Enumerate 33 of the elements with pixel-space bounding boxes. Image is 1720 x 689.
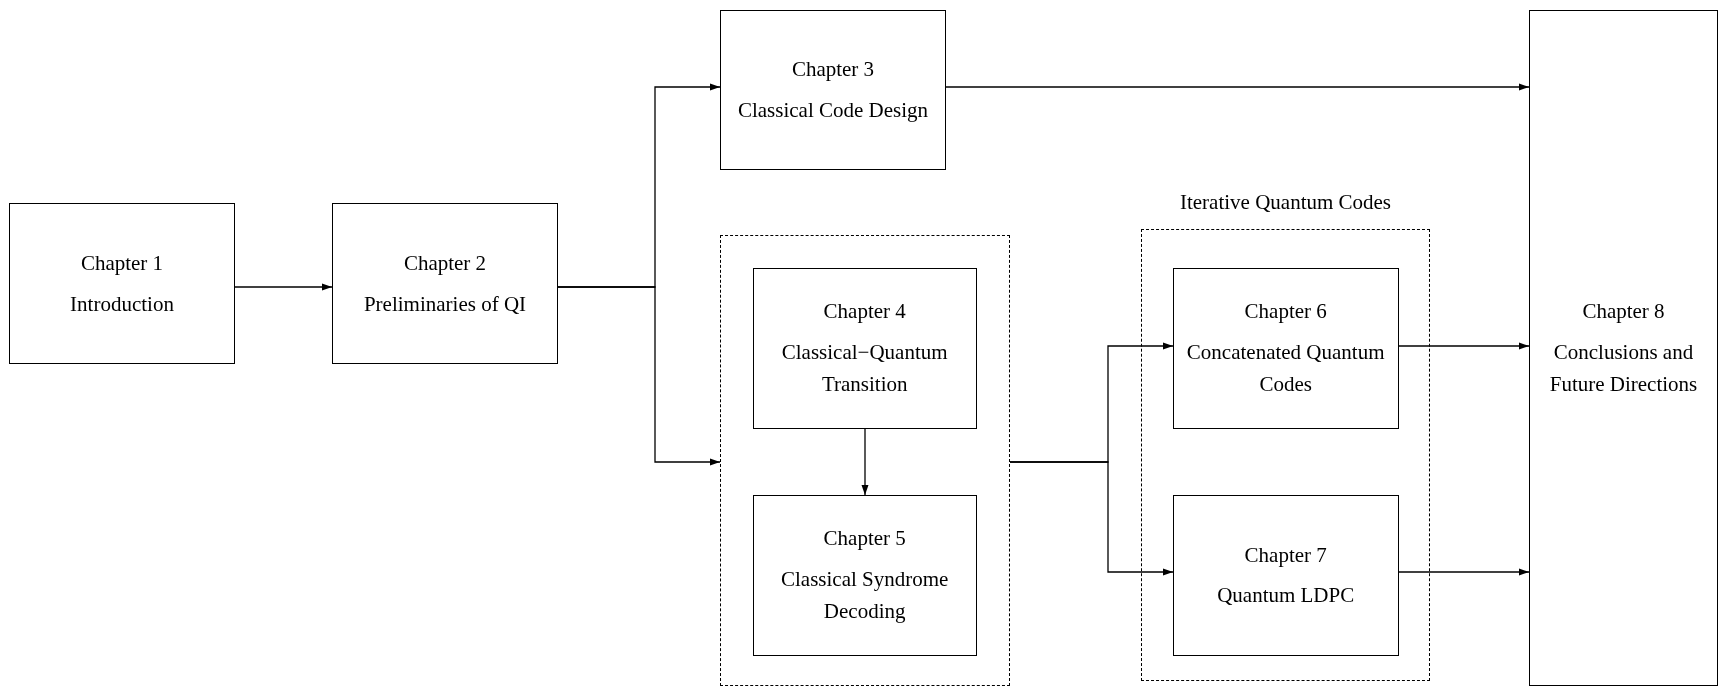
group-heading: Iterative Quantum Codes (1178, 189, 1393, 216)
arrow (234, 283, 333, 291)
chapter-title: Classical Syndrome Decoding (780, 565, 950, 626)
chapter-box (1172, 267, 1399, 429)
arrow (557, 286, 721, 466)
chapter-heading: Chapter 4 (822, 298, 907, 326)
chapter-box (9, 203, 235, 364)
arrow (1009, 461, 1174, 576)
arrow (1398, 568, 1530, 576)
chapter-heading: Chapter 7 (1243, 541, 1328, 569)
chapter-box (720, 10, 946, 170)
chapter-title: Introduction (69, 290, 175, 318)
chapter-heading: Chapter 2 (402, 249, 488, 277)
chapter-heading: Chapter 5 (822, 525, 907, 553)
chapter-box (332, 203, 558, 364)
chapter-title: Conclusions and Future Directions (1548, 338, 1699, 399)
chapter-title: Classical Code Design (736, 97, 930, 124)
chapter-heading: Chapter 8 (1581, 298, 1666, 326)
chapter-box (1529, 10, 1718, 686)
chapter-box (752, 267, 977, 429)
dashed-group-box (720, 235, 1010, 686)
arrow (861, 428, 869, 496)
arrow (945, 83, 1530, 91)
chapter-heading: Chapter 1 (79, 249, 165, 277)
chapter-title: Preliminaries of QI (362, 290, 528, 318)
arrow (1398, 342, 1530, 350)
chapter-title: Classical−Quantum Transition (780, 338, 949, 399)
chapter-box (1172, 494, 1399, 656)
chapter-title: Concatenated Quantum Codes (1185, 338, 1386, 399)
chapter-heading: Chapter 6 (1243, 298, 1328, 326)
chapter-box (752, 494, 977, 656)
chapter-title: Quantum LDPC (1216, 582, 1356, 610)
chapter-heading: Chapter 3 (790, 56, 876, 84)
